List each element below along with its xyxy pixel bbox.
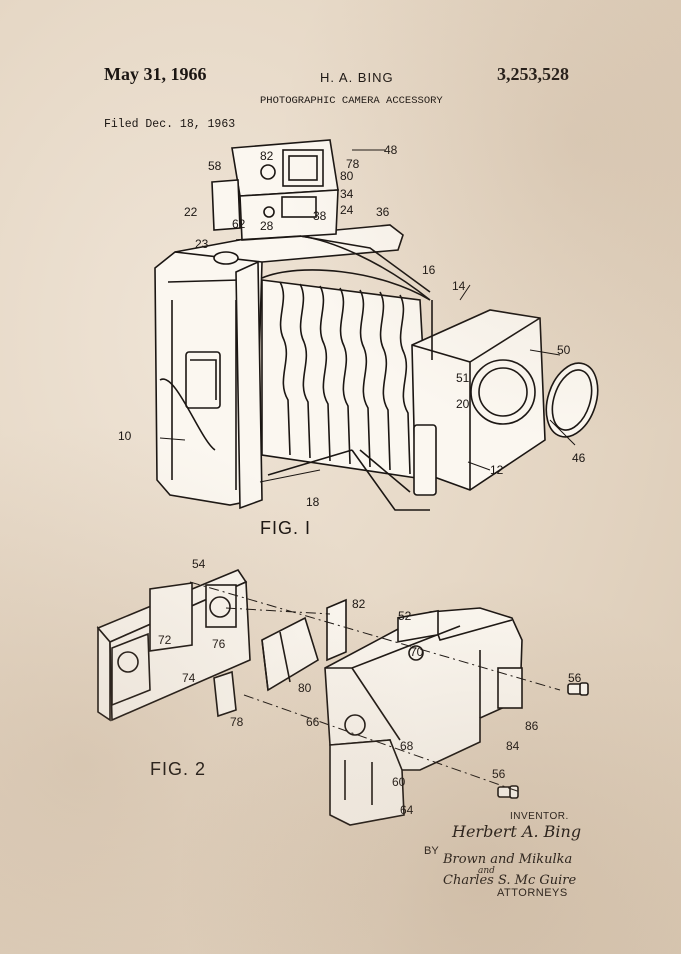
ref-numeral: 48 bbox=[384, 143, 398, 157]
ref-numeral: 16 bbox=[422, 263, 436, 277]
inventor-signature: Herbert A. Bing bbox=[452, 822, 582, 841]
fig2-reference-numerals: 54 82 52 72 76 70 74 80 56 78 66 86 84 6… bbox=[158, 557, 582, 817]
ref-numeral: 54 bbox=[192, 557, 206, 571]
ref-numeral: 38 bbox=[313, 209, 327, 223]
ref-numeral: 34 bbox=[340, 187, 354, 201]
ref-numeral: 12 bbox=[490, 463, 504, 477]
fig1-drawing bbox=[154, 139, 599, 511]
inventor-name-header: H. A. BING bbox=[320, 70, 394, 85]
ref-numeral: 58 bbox=[208, 159, 222, 173]
ref-numeral: 78 bbox=[346, 157, 360, 171]
ref-numeral: 18 bbox=[306, 495, 320, 509]
ref-numeral: 23 bbox=[195, 237, 209, 251]
fig1-reference-numerals: 48 58 82 78 80 34 22 62 28 38 24 36 23 1… bbox=[118, 143, 586, 509]
ref-numeral: 66 bbox=[306, 715, 320, 729]
ref-numeral: 80 bbox=[340, 169, 354, 183]
ref-numeral: 10 bbox=[118, 429, 132, 443]
ref-numeral: 20 bbox=[456, 397, 470, 411]
ref-numeral: 36 bbox=[376, 205, 390, 219]
ref-numeral: 76 bbox=[212, 637, 226, 651]
ref-numeral: 51 bbox=[456, 371, 470, 385]
patent-title: PHOTOGRAPHIC CAMERA ACCESSORY bbox=[260, 95, 443, 107]
fig2-drawing bbox=[96, 569, 589, 826]
ref-numeral: 70 bbox=[410, 645, 424, 659]
ref-numeral: 14 bbox=[452, 279, 466, 293]
ref-numeral: 80 bbox=[298, 681, 312, 695]
ref-numeral: 60 bbox=[392, 775, 406, 789]
ref-numeral: 84 bbox=[506, 739, 520, 753]
inventor-label: INVENTOR. bbox=[510, 811, 569, 822]
ref-numeral: 28 bbox=[260, 219, 274, 233]
ref-numeral: 82 bbox=[352, 597, 366, 611]
ref-numeral: 46 bbox=[572, 451, 586, 465]
patent-number: 3,253,528 bbox=[497, 64, 569, 84]
attorney-signature-2: Charles S. Mc Guire bbox=[443, 873, 577, 888]
ref-numeral: 64 bbox=[400, 803, 414, 817]
by-label: BY bbox=[424, 845, 439, 857]
figure-2-label: FIG. 2 bbox=[150, 759, 207, 779]
attorney-signature-1: Brown and Mikulka bbox=[443, 852, 573, 867]
ref-numeral: 50 bbox=[557, 343, 571, 357]
ref-numeral: 62 bbox=[232, 217, 246, 231]
attorneys-label: ATTORNEYS bbox=[497, 887, 568, 899]
ref-numeral: 72 bbox=[158, 633, 172, 647]
filed-date: Filed Dec. 18, 1963 bbox=[104, 118, 236, 131]
patent-date: May 31, 1966 bbox=[104, 64, 207, 84]
ref-numeral: 82 bbox=[260, 149, 274, 163]
ref-numeral: 56 bbox=[568, 671, 582, 685]
ref-numeral: 22 bbox=[184, 205, 198, 219]
ref-numeral: 86 bbox=[525, 719, 539, 733]
ref-numeral: 52 bbox=[398, 609, 412, 623]
ref-numeral: 24 bbox=[340, 203, 354, 217]
attorney-and: and bbox=[478, 866, 495, 876]
figure-1-label: FIG. I bbox=[260, 518, 311, 538]
ref-numeral: 78 bbox=[230, 715, 244, 729]
ref-numeral: 74 bbox=[182, 671, 196, 685]
ref-numeral: 68 bbox=[400, 739, 414, 753]
ref-numeral: 56 bbox=[492, 767, 506, 781]
